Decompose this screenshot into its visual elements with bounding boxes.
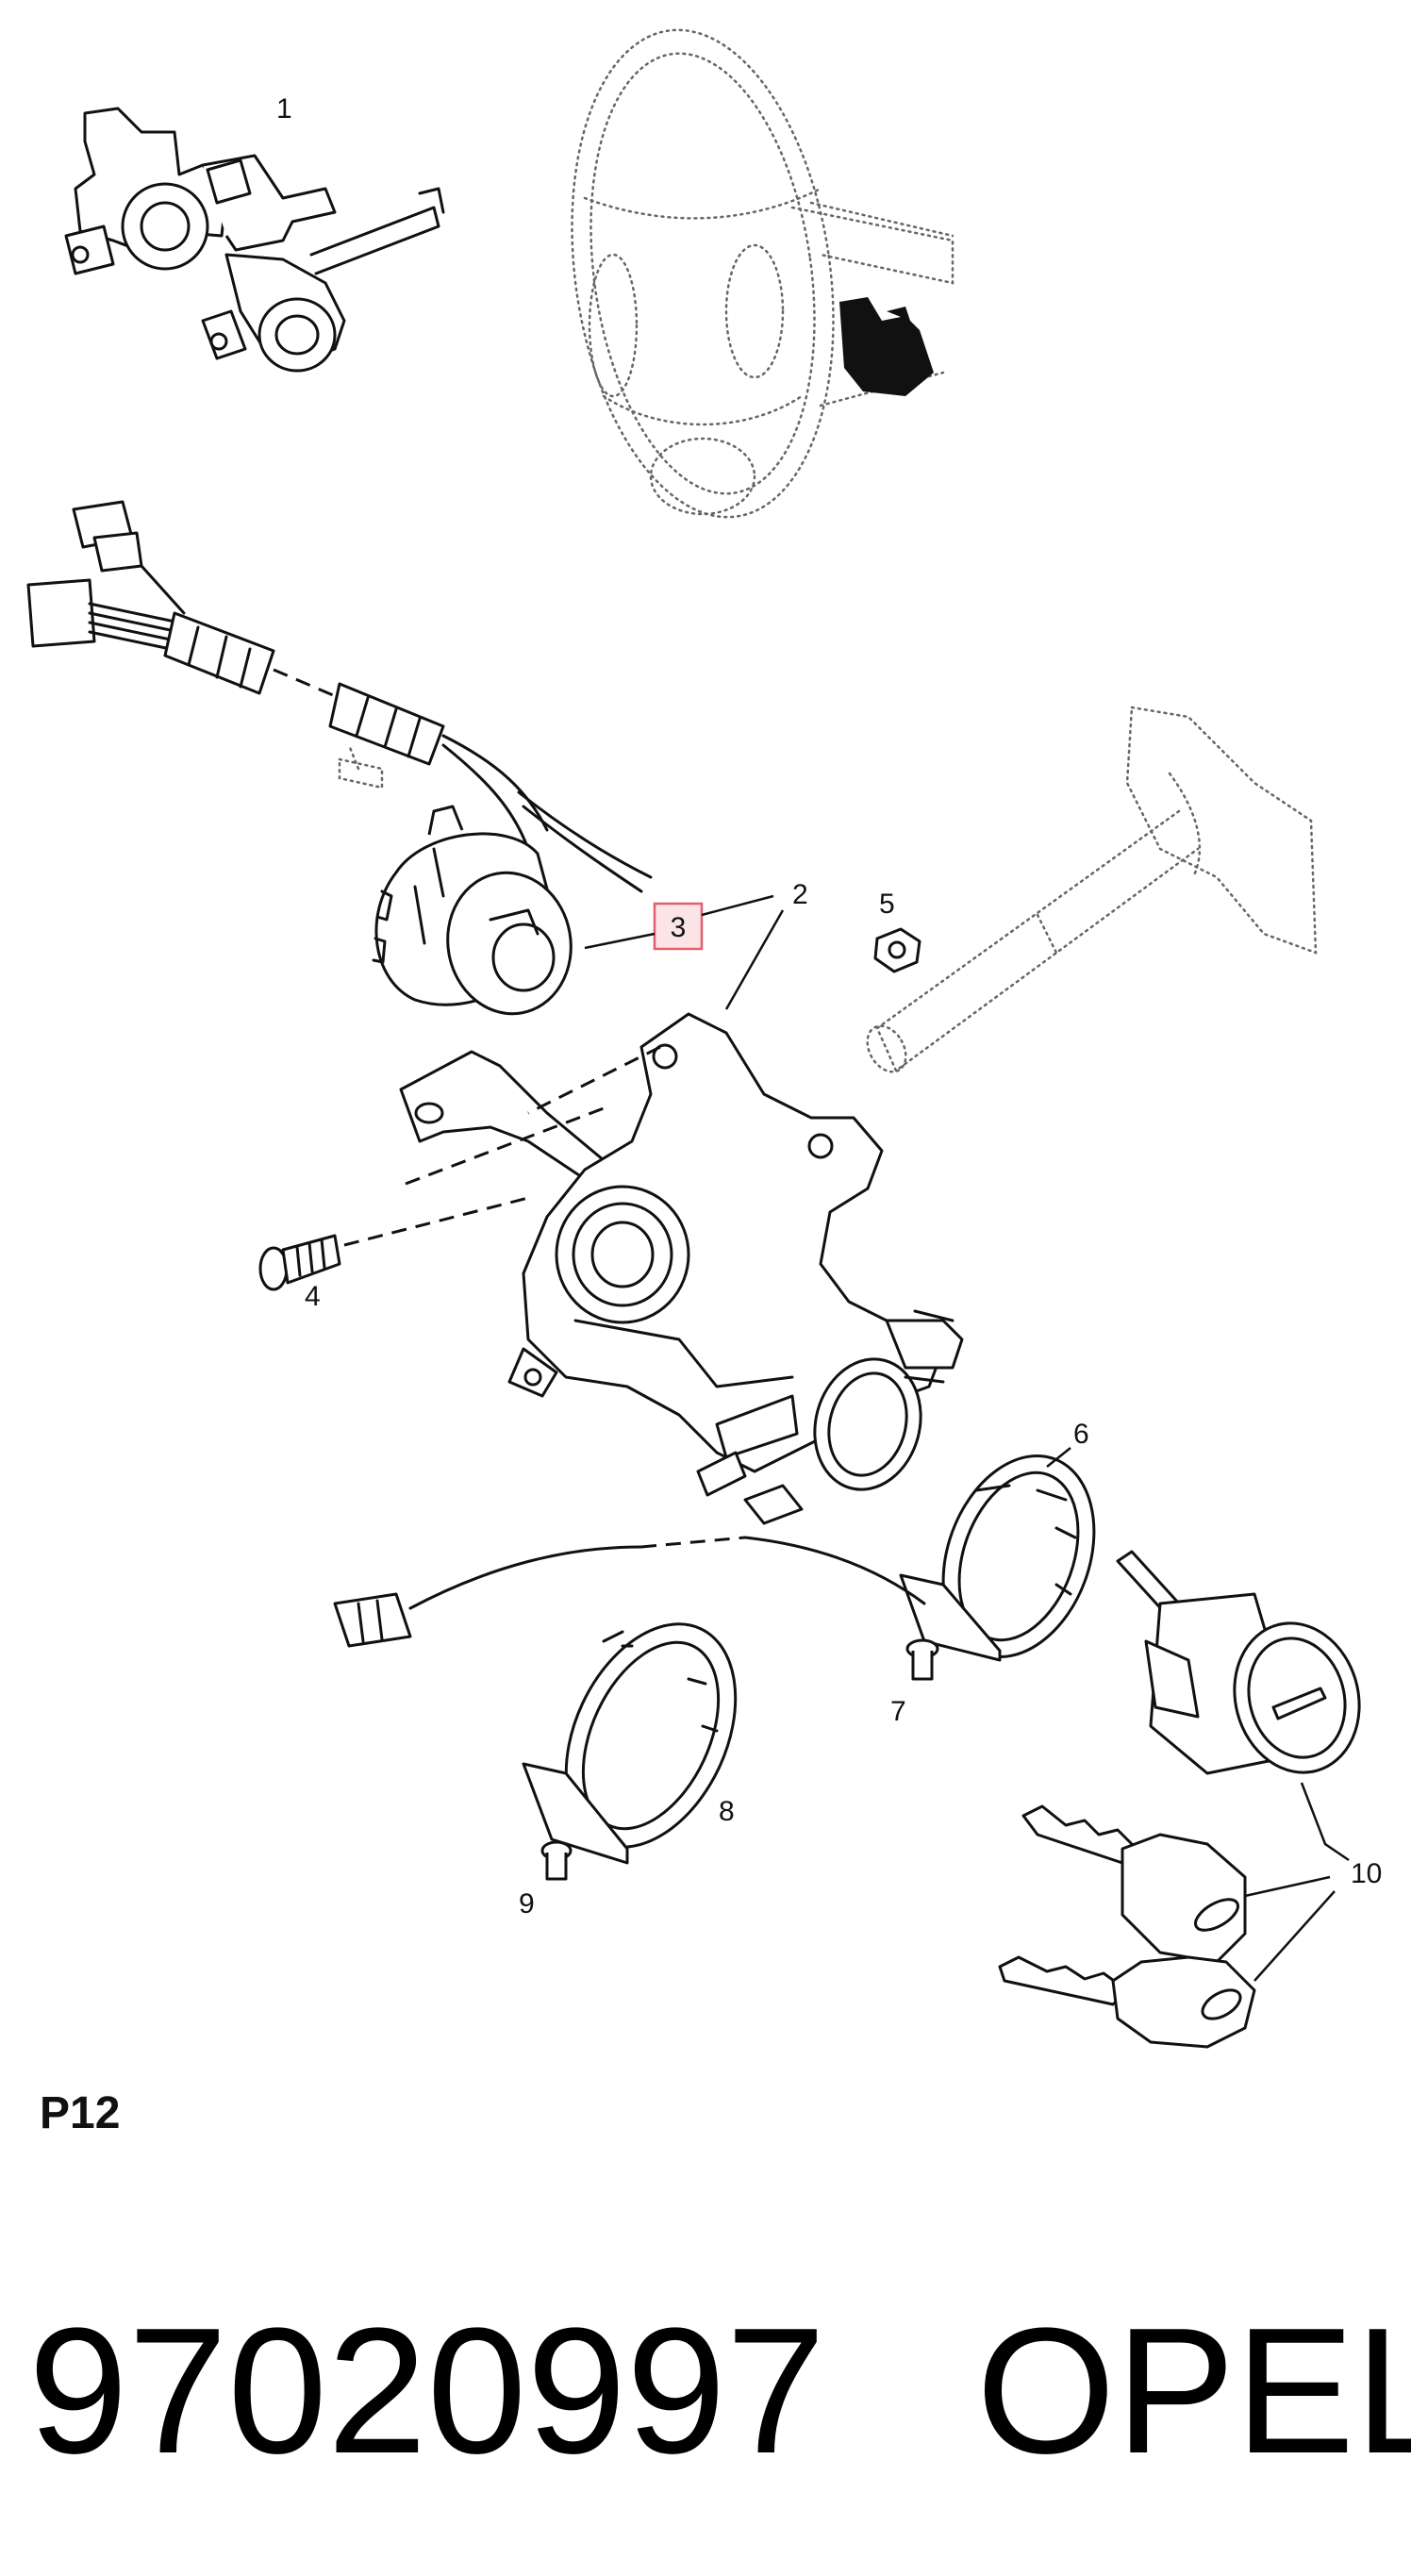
sensor-wire bbox=[333, 1536, 926, 1648]
callout-2: 2 bbox=[724, 879, 808, 1010]
callout-2-label: 2 bbox=[792, 879, 808, 910]
callout-10-label: 10 bbox=[1351, 1858, 1382, 1889]
screw bbox=[258, 1196, 529, 1291]
callout-8-label: 8 bbox=[719, 1796, 735, 1827]
callout-6-label: 6 bbox=[1073, 1419, 1089, 1450]
callout-9-label: 9 bbox=[519, 1888, 535, 1920]
lock-housing bbox=[399, 1012, 964, 1525]
small-screw-9 bbox=[540, 1840, 573, 1881]
callout-7-label: 7 bbox=[890, 1696, 906, 1727]
lock-cylinder bbox=[1116, 1550, 1361, 1775]
callout-4-label: 4 bbox=[305, 1281, 321, 1312]
callout-8: 8 bbox=[719, 1796, 735, 1827]
callout-3: 3 bbox=[584, 894, 774, 951]
callout-7: 7 bbox=[890, 1696, 906, 1727]
nut bbox=[873, 927, 921, 973]
key-upper bbox=[1021, 1804, 1247, 1964]
steering-column-context bbox=[866, 706, 1318, 1073]
steering-wheel-context bbox=[571, 28, 954, 519]
callout-6: 6 bbox=[1046, 1419, 1089, 1468]
ring-6 bbox=[899, 1454, 1096, 1662]
callout-5-label: 5 bbox=[879, 889, 895, 920]
callout-5: 5 bbox=[879, 889, 895, 920]
ring-8 bbox=[522, 1622, 738, 1865]
callout-3-label: 3 bbox=[671, 912, 687, 943]
callout-10: 10 bbox=[1244, 1782, 1382, 1982]
brand-name: OPEL bbox=[976, 2291, 1411, 2491]
small-screw-7 bbox=[905, 1638, 939, 1681]
ignition-switch bbox=[372, 805, 573, 1016]
callout-9: 9 bbox=[519, 1888, 535, 1920]
callout-1-label: 1 bbox=[276, 93, 292, 125]
callout-3-highlight bbox=[653, 902, 704, 951]
assembled-housing-thumbnail bbox=[64, 107, 445, 373]
wiring-harness bbox=[26, 500, 653, 893]
key-lower bbox=[998, 1955, 1256, 2049]
callout-1: 1 bbox=[276, 93, 292, 125]
page-code: P12 bbox=[40, 2088, 120, 2138]
part-number: 97020997 bbox=[28, 2291, 825, 2491]
callout-4: 4 bbox=[305, 1106, 605, 1312]
